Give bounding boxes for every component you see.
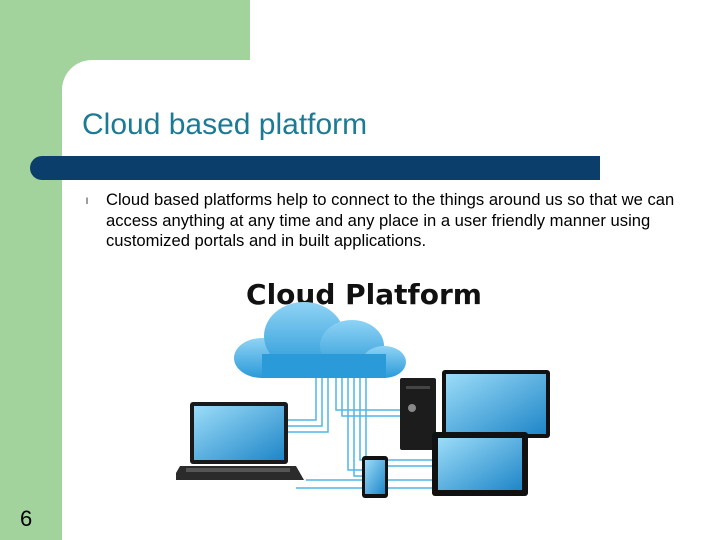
cloud-icon bbox=[234, 302, 406, 378]
page-number: 6 bbox=[20, 506, 32, 532]
bullet-marker: l bbox=[86, 196, 88, 206]
laptop-icon bbox=[176, 402, 304, 480]
figure-heading: Cloud Platform bbox=[246, 278, 482, 311]
slide-title: Cloud based platform bbox=[82, 108, 367, 142]
bullet-text: Cloud based platforms help to connect to… bbox=[106, 190, 696, 252]
desktop-tower-icon bbox=[400, 378, 436, 450]
title-underline-bar bbox=[30, 156, 600, 180]
phone-icon bbox=[362, 456, 388, 498]
cloud-platform-figure: Cloud Platform bbox=[176, 270, 592, 526]
tablet-icon bbox=[432, 432, 528, 496]
